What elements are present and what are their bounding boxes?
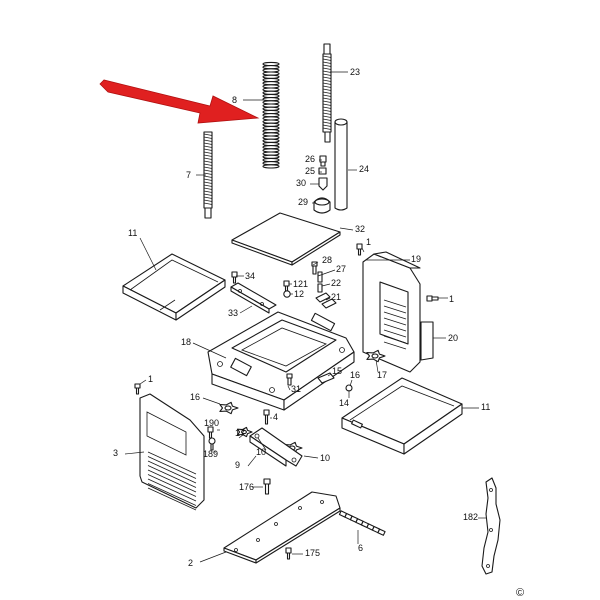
part-labels: 8 23 7 26 25 24 30 29 32 11 1 28 19 34 2… [113,67,490,568]
screw-189 [208,437,216,451]
copyright-mark: © [516,587,524,599]
label-15: 15 [332,366,342,376]
label-11-left: 11 [128,228,137,238]
label-17-left: 17 [235,428,245,438]
label-10-right: 10 [320,453,330,463]
pin-15 [317,372,335,384]
label-2: 2 [188,558,193,568]
screw-176 [263,478,271,495]
label-30: 30 [296,178,306,188]
label-1-left: 1 [148,374,153,384]
label-121: 121 [293,279,308,289]
label-190: 190 [204,418,219,428]
side-panel-right [362,251,421,373]
label-22: 22 [331,278,341,288]
label-25: 25 [305,166,315,176]
label-18: 18 [181,337,191,347]
threaded-rod-right [322,43,332,143]
label-16-left: 16 [190,392,200,402]
cover-plate-top [231,212,341,266]
screw-1-left-panel [134,383,141,395]
side-table-right [341,377,463,455]
star-knob-left [219,401,239,415]
base-frame [207,311,355,411]
label-182: 182 [463,512,478,522]
label-1-right: 1 [449,294,454,304]
label-21: 21 [331,292,341,302]
star-knob-mid [236,426,253,438]
label-3: 3 [113,448,118,458]
screw-1-top [356,243,363,256]
label-28: 28 [322,255,332,265]
label-34: 34 [245,271,255,281]
label-175: 175 [305,548,320,558]
label-29: 29 [298,197,308,207]
screw-190 [207,426,214,439]
screw-34 [231,271,238,284]
label-8: 8 [232,95,237,105]
label-11-right: 11 [481,402,490,412]
label-7: 7 [186,170,191,180]
red-pointer-arrow [99,79,260,124]
label-32: 32 [355,224,365,234]
label-9: 9 [235,460,240,470]
nut-12 [283,290,291,298]
label-33: 33 [228,308,238,318]
screw-31 [286,373,293,386]
crank-knob [313,197,331,214]
leader-lines [124,71,486,563]
side-table-left [122,253,226,321]
threaded-rod-left [203,131,213,219]
screw-4 [263,409,270,425]
screw-1-right-panel [426,295,439,302]
label-23: 23 [350,67,360,77]
label-189: 189 [203,449,218,459]
label-176: 176 [239,482,254,492]
label-10-left: 10 [256,447,266,457]
star-knob-right [366,349,386,363]
hardware-stack-26-25-30 [318,155,328,191]
label-19: 19 [411,254,421,264]
label-14: 14 [339,398,349,408]
label-17-right: 17 [377,370,387,380]
screws-27-22-21 [315,271,337,309]
label-6: 6 [358,543,363,553]
column-tube [334,118,348,211]
screw-175 [285,547,292,560]
chain-part [338,510,386,536]
label-16-right: 16 [350,370,360,380]
label-20: 20 [448,333,458,343]
bracket-bar [230,282,277,314]
label-26: 26 [305,154,315,164]
bottom-plate [223,491,341,564]
crank-linkage [249,427,303,467]
label-24: 24 [359,164,369,174]
vertical-bracket [481,477,501,575]
side-strip [420,321,434,361]
spring-part [262,61,280,169]
label-1-top: 1 [366,237,371,247]
side-panel-left [139,393,205,511]
label-31: 31 [291,384,301,394]
label-4: 4 [273,412,278,422]
label-12: 12 [294,289,304,299]
label-27: 27 [336,264,346,274]
